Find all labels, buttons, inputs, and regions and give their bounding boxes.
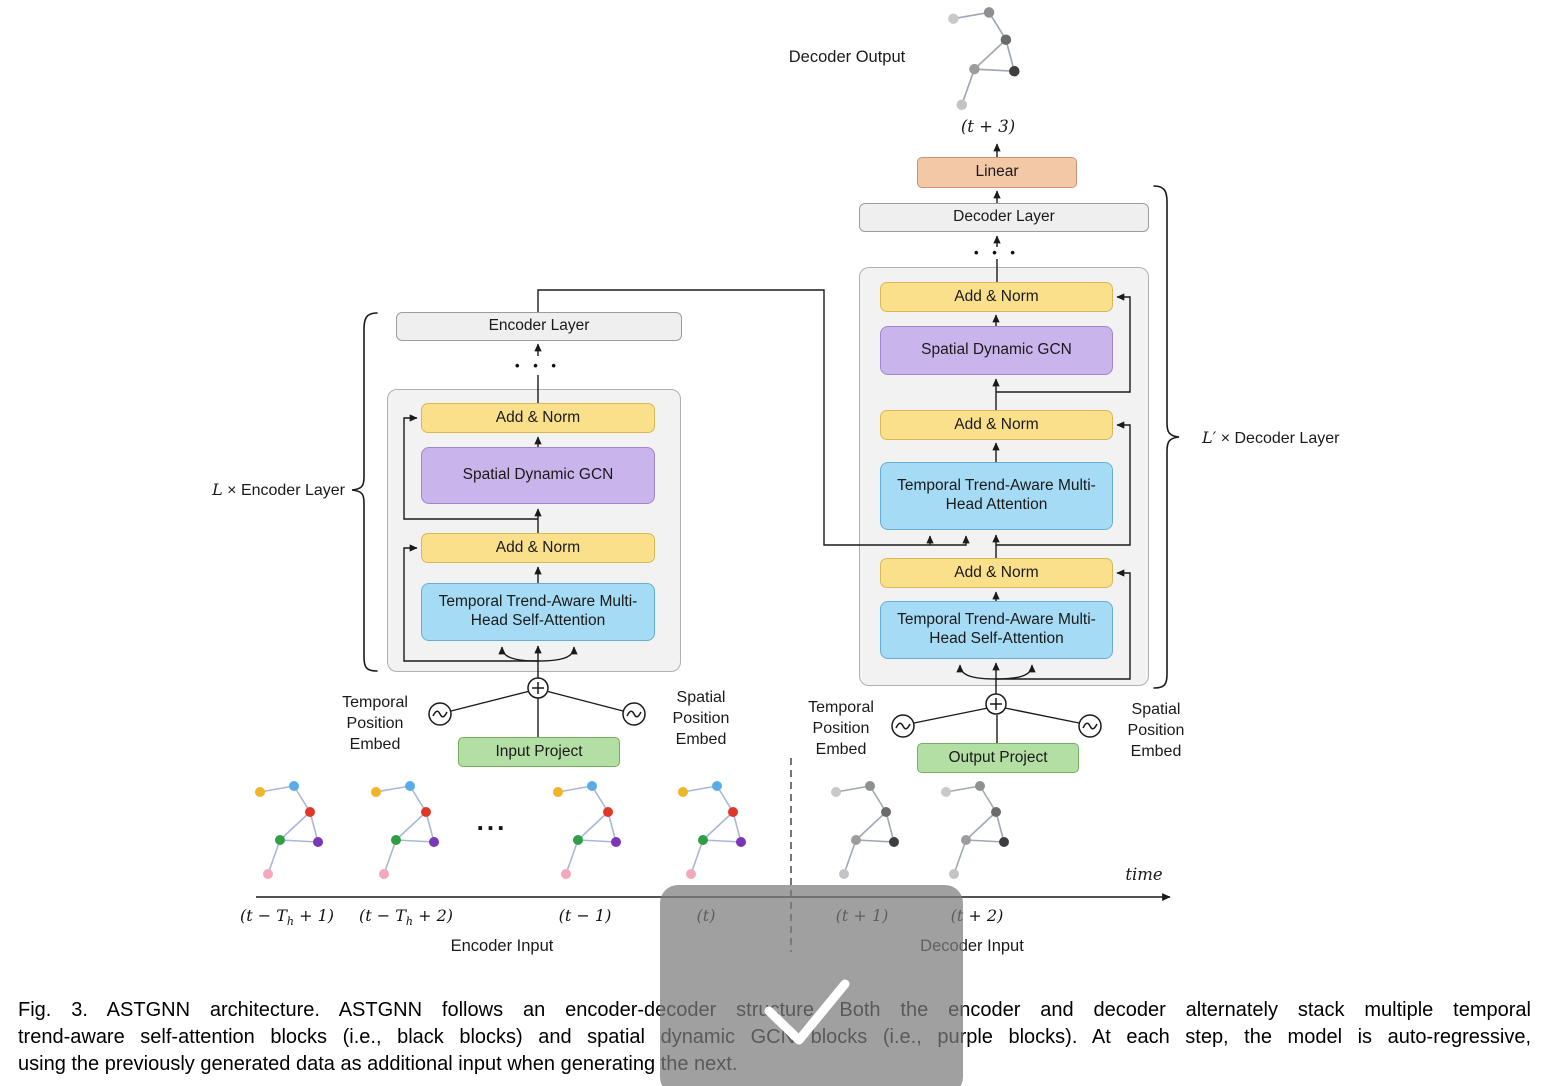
- decoder-repeat-text: × Decoder Layer: [1216, 430, 1340, 447]
- pose-graph-input-2: [370, 780, 440, 880]
- pose-graph-input-t-1: [552, 780, 622, 880]
- tick-t-minus-1: (t − 1): [558, 906, 612, 925]
- decoder-repeat-label: L′ × Decoder Layer: [1202, 428, 1392, 448]
- decoder-repeat-math: L′: [1202, 428, 1217, 447]
- tick-t-th-plus-1: (t − Th + 1): [239, 906, 334, 929]
- encoder-repeat-text: × Encoder Layer: [222, 482, 345, 499]
- input-project-box: Input Project: [458, 737, 620, 767]
- encoder-repeat-math: L: [212, 480, 223, 499]
- decoder-spatial-embed-label: Spatial Position Embed: [1127, 701, 1185, 760]
- pose-graph-input-t: [677, 780, 747, 880]
- decoder-brace: [1153, 185, 1180, 689]
- saved-confirmation-overlay: [660, 885, 963, 1086]
- encoder-brace: [351, 312, 378, 672]
- sine-icon: [1078, 714, 1102, 738]
- sine-icon: [428, 702, 452, 726]
- encoder-spatial-embed-label: Spatial Position Embed: [672, 689, 730, 748]
- decoder-spatial-gcn-box: Spatial Dynamic GCN: [880, 326, 1113, 375]
- output-project-box: Output Project: [917, 743, 1079, 773]
- linear-box: Linear: [917, 157, 1077, 188]
- decoder-output-label: Decoder Output: [788, 48, 906, 66]
- time-axis-label: time: [1125, 865, 1163, 884]
- decoder-mha-box: Temporal Trend-Aware Multi-Head Attentio…: [880, 462, 1113, 530]
- decoder-add-norm-3: Add & Norm: [880, 558, 1113, 588]
- encoder-input-label: Encoder Input: [450, 937, 554, 955]
- encoder-spatial-gcn-box: Spatial Dynamic GCN: [421, 447, 655, 504]
- tick-t-th-plus-2: (t − Th + 2): [358, 906, 453, 929]
- embed-symbols: [428, 677, 1102, 738]
- sine-icon: [622, 702, 646, 726]
- input-sequence-ellipsis: ...: [476, 806, 508, 836]
- decoder-self-attention-box: Temporal Trend-Aware Multi-Head Self-Att…: [880, 601, 1113, 659]
- decoder-layer-box: Decoder Layer: [859, 203, 1149, 232]
- checkmark-icon: [764, 979, 850, 1045]
- decoder-add-norm-1: Add & Norm: [880, 282, 1113, 312]
- add-icon: [527, 677, 549, 699]
- pose-graph-output-t3: [947, 6, 1021, 111]
- decoder-temporal-embed-label: Temporal Position Embed: [808, 699, 874, 758]
- encoder-add-norm-1: Add & Norm: [421, 403, 655, 433]
- caption-line: using the previously generated data as a…: [18, 1053, 738, 1075]
- t-plus-3-label: (t + 3): [960, 117, 1016, 136]
- encoder-add-norm-2: Add & Norm: [421, 533, 655, 563]
- decoder-add-norm-2: Add & Norm: [880, 410, 1113, 440]
- tick-t-plus-2: (t + 2): [950, 906, 1004, 925]
- pose-graph-decoder-t1: [830, 780, 900, 880]
- sine-icon: [891, 714, 915, 738]
- encoder-repeat-label: L × Encoder Layer: [183, 480, 345, 500]
- pose-graph-decoder-t2: [940, 780, 1010, 880]
- decoder-stack-ellipsis: • • •: [974, 245, 1020, 260]
- encoder-temporal-embed-label: Temporal Position Embed: [342, 694, 408, 753]
- encoder-self-attention-box: Temporal Trend-Aware Multi-Head Self-Att…: [421, 583, 655, 641]
- encoder-stack-ellipsis: • • •: [515, 358, 561, 373]
- add-icon: [985, 693, 1007, 715]
- pose-graph-input-1: [254, 780, 324, 880]
- encoder-layer-box: Encoder Layer: [396, 312, 682, 341]
